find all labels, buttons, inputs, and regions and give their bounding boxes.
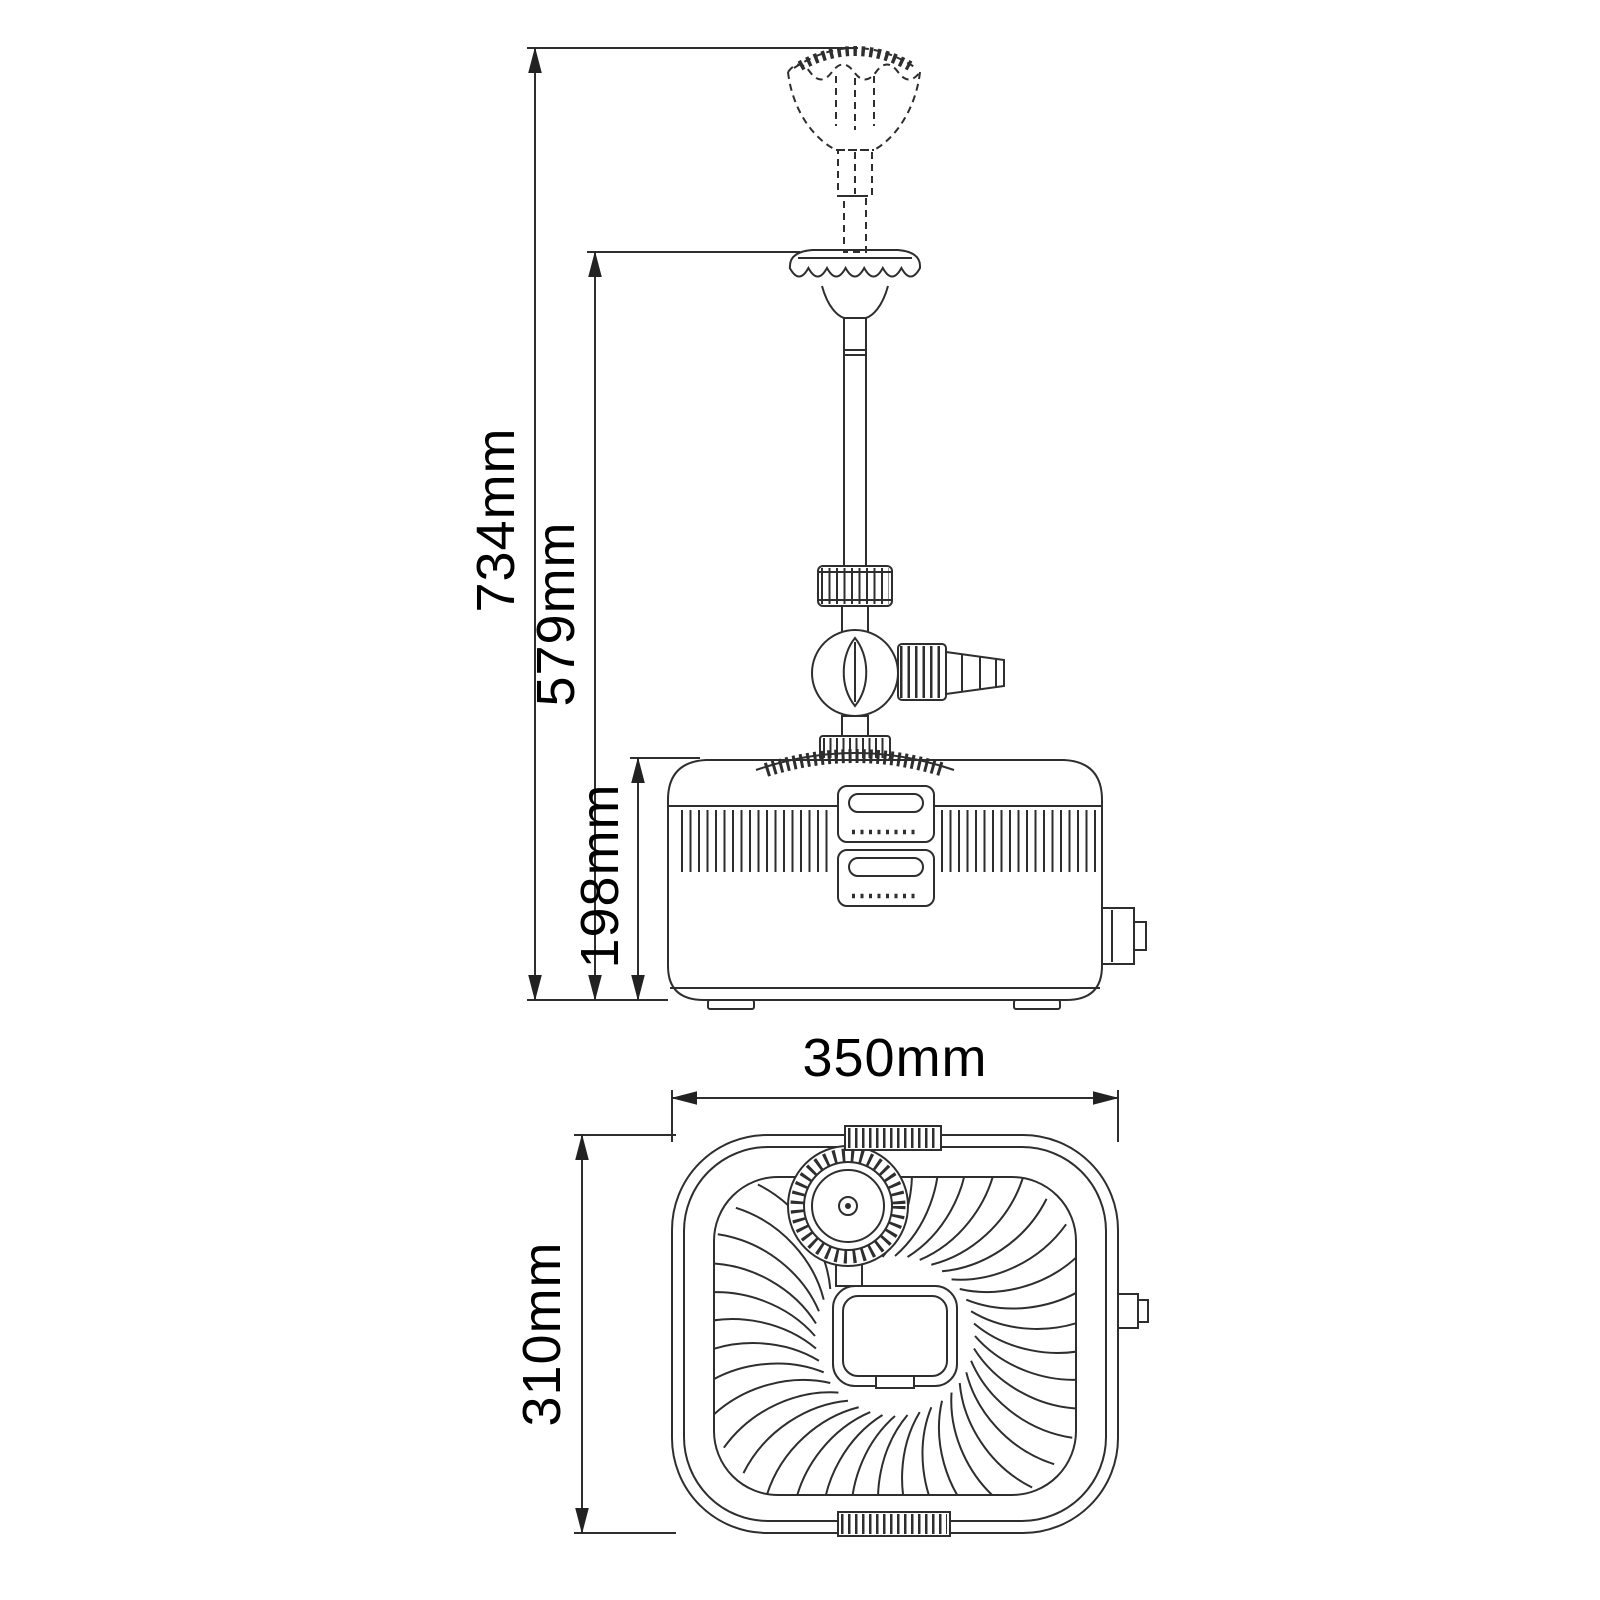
pump-outlet-tube: [841, 715, 869, 737]
dimension-label-body-width: 350mm: [802, 1028, 987, 1088]
cable-gland: [1101, 907, 1147, 965]
pump-body: [667, 749, 1147, 1010]
dimension-overall-height: 734mm: [466, 47, 858, 1001]
dimension-label-head-height: 579mm: [526, 521, 586, 706]
fountain-nozzle-head: [788, 249, 921, 319]
dimension-label-body-depth: 310mm: [512, 1241, 572, 1426]
media-clip-top: [837, 785, 935, 843]
coupling-nut: [817, 565, 893, 607]
top-view: [671, 1125, 1149, 1537]
nozzle-top-view: [787, 1145, 909, 1287]
media-clip-bottom: [837, 849, 935, 907]
lid-mesh-ribs: [763, 749, 947, 777]
flow-valve-tee: [811, 629, 899, 717]
hose-outlet-barb: [897, 643, 1005, 701]
pump-feet: [707, 999, 1061, 1010]
dimension-label-overall-height: 734mm: [466, 427, 526, 612]
dimension-body-height: 198mm: [570, 757, 700, 1001]
center-opening: [832, 1285, 958, 1389]
side-view: [667, 46, 1147, 1010]
riser-tube: [843, 317, 867, 567]
dimension-body-depth: 310mm: [512, 1134, 676, 1534]
side-connector: [1117, 1293, 1149, 1329]
bottom-connector: [837, 1511, 951, 1537]
dimension-head-height: 579mm: [526, 251, 800, 1001]
top-connector: [844, 1125, 942, 1151]
fountain-nozzle-extended-dashed: [787, 46, 921, 253]
valve-inlet-tube: [841, 605, 869, 633]
dimension-body-width: 350mm: [671, 1028, 1119, 1142]
dimension-label-body-height: 198mm: [570, 783, 630, 968]
